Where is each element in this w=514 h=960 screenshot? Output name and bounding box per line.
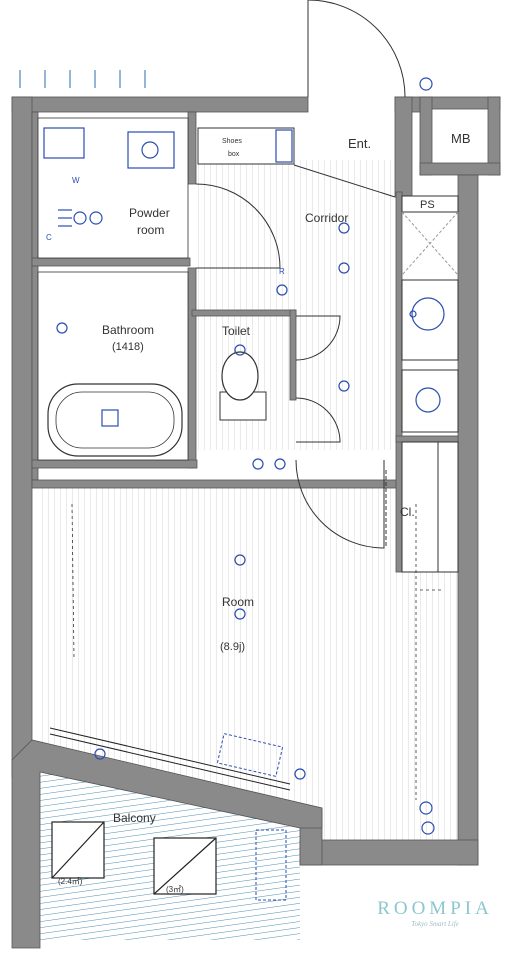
ac-unit-outline xyxy=(216,733,284,777)
label-box: box xyxy=(228,151,240,158)
shoes-box xyxy=(197,127,295,165)
label-ent: Ent. xyxy=(348,136,371,151)
brand-tagline: Tokyo Smart Life xyxy=(411,920,459,928)
ps-hatch xyxy=(401,211,459,276)
balcony-ac-units xyxy=(51,821,217,895)
bathtub xyxy=(47,383,183,457)
label-ps: PS xyxy=(420,199,435,211)
room-door xyxy=(295,459,385,549)
toilet-icon xyxy=(219,351,267,421)
label-balcony: Balcony xyxy=(113,811,156,825)
label-room: Room xyxy=(222,595,254,609)
label-cl: Cl. xyxy=(400,505,415,519)
ac-left-label: (2.4㎡) xyxy=(58,877,83,886)
washbasin-icon xyxy=(43,127,175,227)
label-shoes: Shoes xyxy=(222,138,242,145)
powder-door xyxy=(195,183,281,269)
label-toilet: Toilet xyxy=(222,324,251,338)
corridor-door xyxy=(295,397,341,443)
label-corridor: Corridor xyxy=(305,211,348,225)
washer-space xyxy=(401,369,459,433)
brand-watermark: ROOMPIA Tokyo Smart Life xyxy=(360,898,510,928)
room-floor xyxy=(38,488,460,840)
entrance-door xyxy=(307,0,406,98)
mark-c: C xyxy=(46,233,52,242)
mark-r: R xyxy=(279,267,285,276)
bath-faucet-icon xyxy=(56,322,119,427)
toilet-door xyxy=(295,315,341,361)
label-bathroom-size: (1418) xyxy=(112,341,144,353)
powder-room-floor xyxy=(37,117,189,259)
closet xyxy=(401,441,459,573)
brand-name: ROOMPIA xyxy=(377,898,493,919)
balcony-windows xyxy=(49,727,291,791)
label-room-sub: room xyxy=(137,223,164,237)
label-room-size: (8.9j) xyxy=(220,641,245,653)
ac-right-label: (3㎡) xyxy=(166,885,184,894)
label-bathroom: Bathroom xyxy=(102,323,154,337)
shoes-box-bar xyxy=(275,129,293,163)
top-ticks xyxy=(19,70,146,88)
mark-w: W xyxy=(72,176,80,185)
label-mb: MB xyxy=(451,131,471,146)
room-dashed-line xyxy=(71,503,444,800)
ceiling-lights xyxy=(94,77,435,835)
label-powder: Powder xyxy=(129,206,170,220)
ps-box xyxy=(401,195,459,213)
